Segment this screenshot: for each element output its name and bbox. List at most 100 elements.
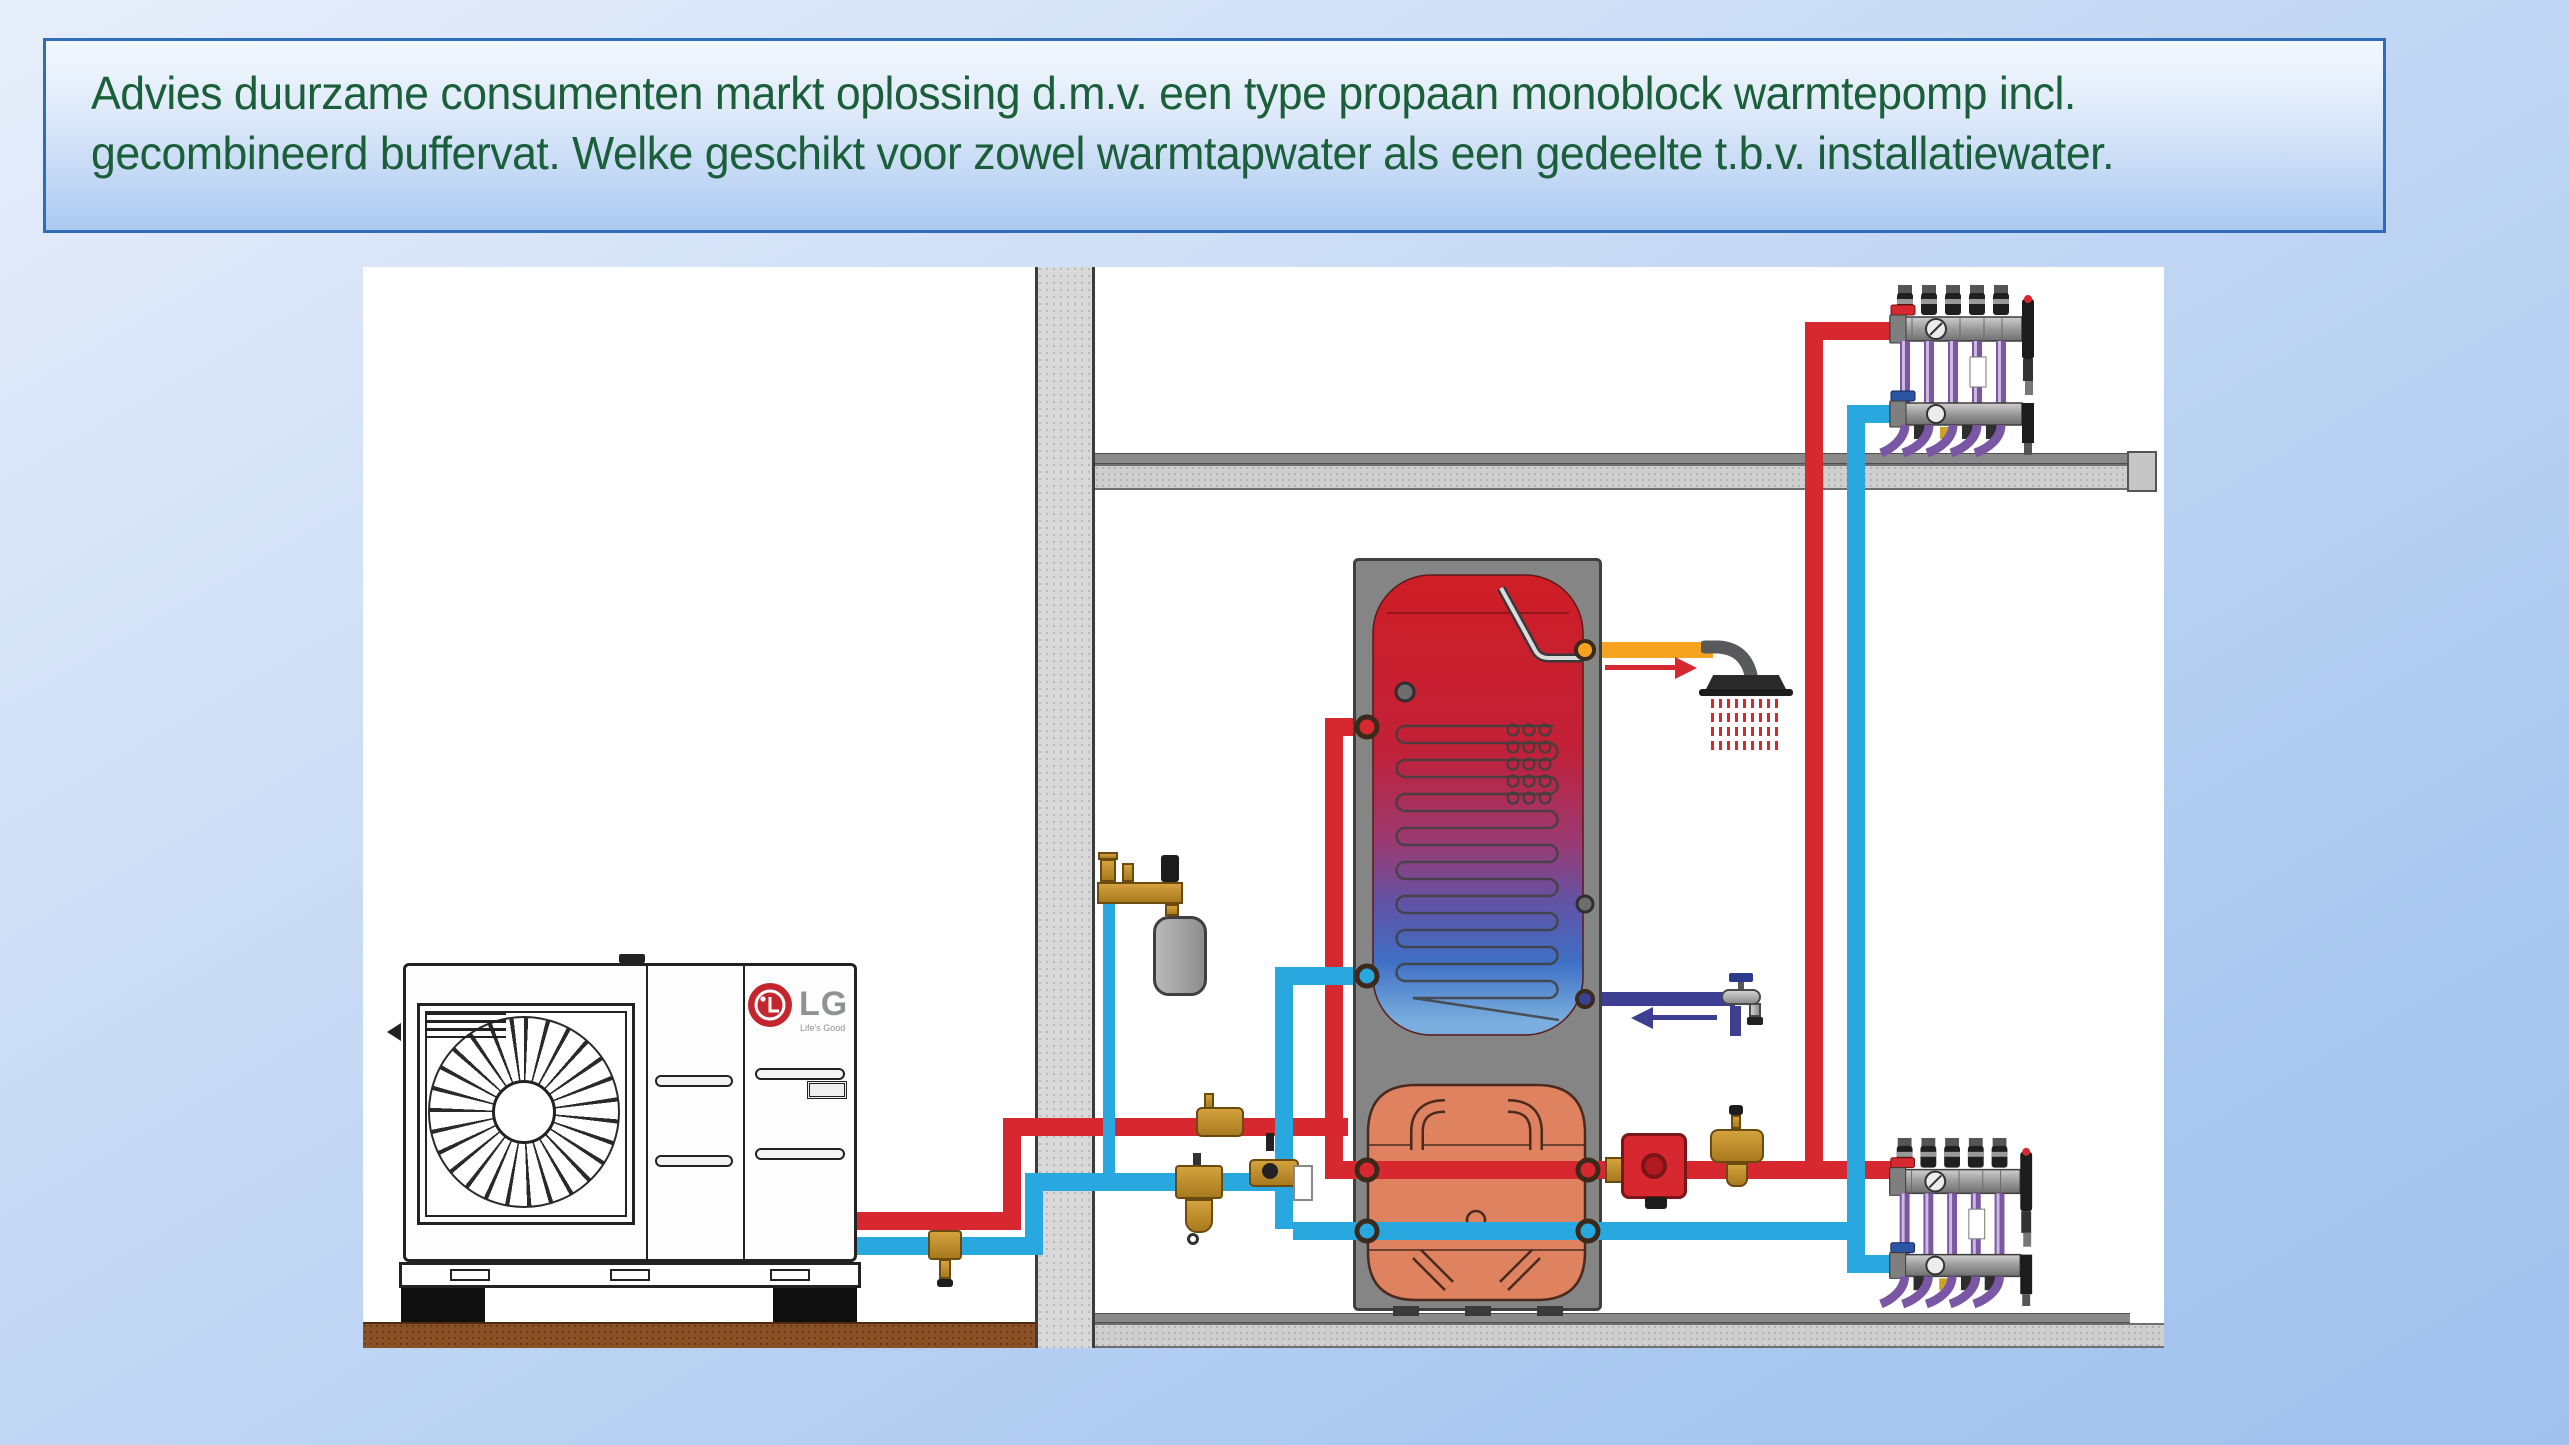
- pipe-blue-valve-riser: [1275, 967, 1293, 1229]
- outdoor-valve-tip: [937, 1279, 953, 1287]
- flow-meter: [1969, 356, 1987, 388]
- loops-to-floor: [1879, 1275, 2004, 1309]
- return-valve-handle: [1890, 390, 1916, 402]
- sensor-pocket: [1575, 894, 1595, 914]
- tank-feet: [1393, 1306, 1563, 1316]
- dhw-flow-arrow-icon: [1675, 657, 1697, 679]
- panel-seam: [646, 966, 648, 1259]
- pipe-blue-riser-outside: [1025, 1173, 1043, 1255]
- coil-end-turns: [1506, 723, 1552, 805]
- installation-diagram: LG Life's Good: [363, 267, 2164, 1348]
- lg-logo-icon: [748, 983, 792, 1027]
- vent-slot: [755, 1068, 845, 1080]
- floor-loops-upper: [1900, 341, 2006, 403]
- ground-floor-screed: [1095, 1313, 2130, 1323]
- coil-icon: [1395, 724, 1560, 1022]
- buffer-blue-passage: [1353, 1222, 1602, 1240]
- filter-drain-hook: [1187, 1233, 1199, 1245]
- tap-spout: [1749, 1003, 1761, 1017]
- manifold-caps: [1896, 1138, 2008, 1168]
- air-vent: [2022, 299, 2034, 359]
- pipe-navy-stub: [1730, 1006, 1741, 1036]
- panel-seam: [743, 966, 745, 1259]
- shower-arm-icon: [1701, 640, 1760, 694]
- vessel-connector: [1165, 904, 1179, 916]
- first-floor-slab: [1095, 464, 2157, 490]
- heat-pump-base-frame: [399, 1262, 861, 1288]
- grille-vent-lines: [426, 1012, 506, 1038]
- cold-water-tap: [1721, 989, 1761, 1005]
- supply-valve-handle: [1890, 304, 1916, 316]
- pipe-blue-through-wall: [1025, 1173, 1293, 1191]
- pipe-blue-lower-manifold-stub: [1847, 1255, 1903, 1273]
- outdoor-valve-drain: [939, 1259, 951, 1279]
- lg-brand-text: LG: [799, 985, 849, 1023]
- floor-heating-manifold-lower: [1879, 1138, 2033, 1309]
- magnetic-filter-body: [1175, 1165, 1223, 1199]
- return-bar: [1889, 1253, 2022, 1278]
- dhw-flow-arrow-line: [1605, 665, 1675, 670]
- fan-grille-icon: [417, 1003, 635, 1225]
- pipe-red-through-wall: [1003, 1118, 1348, 1136]
- pipe-red-tank-riser: [1325, 718, 1343, 1179]
- pipe-orange-dhw: [1579, 642, 1713, 658]
- headline-line-1: Advies duurzame consumenten markt oploss…: [91, 67, 2076, 119]
- service-panel: [807, 1081, 847, 1099]
- pipe-red-riser-right: [1805, 322, 1823, 1179]
- buffer-vessel: [1366, 1083, 1587, 1302]
- vent-slot: [755, 1148, 845, 1160]
- expansion-vessel: [1153, 916, 1207, 996]
- shower-head-rim: [1699, 689, 1793, 696]
- pipe-blue-tank-stub: [1275, 967, 1373, 985]
- three-way-valve-knob: [1262, 1163, 1278, 1179]
- air-vent: [2020, 1151, 2033, 1212]
- return-bar: [1889, 402, 2023, 426]
- cold-water-arrow-line: [1653, 1015, 1717, 1020]
- heat-pump-foot: [773, 1288, 857, 1322]
- floor-heating-manifold-upper: [1879, 285, 2034, 457]
- headline-line-2: gecombineerd buffervat. Welke geschikt v…: [91, 127, 2114, 179]
- pipe-red-hp-out: [857, 1212, 1021, 1230]
- shower-head-icon: [1705, 675, 1787, 691]
- safety-valve: [1100, 859, 1116, 882]
- first-floor-slab-endcap: [2127, 451, 2157, 492]
- headline-box: Advies duurzame consumenten markt oploss…: [43, 38, 2386, 233]
- dhw-tank: [1372, 574, 1584, 1036]
- floor-loops-lower: [1899, 1193, 2005, 1255]
- air-vent-cap: [1161, 855, 1179, 882]
- buffer-red-passage: [1353, 1161, 1602, 1179]
- heat-pump-side-marker: [387, 1023, 401, 1041]
- safety-group-fitting: [1122, 863, 1134, 882]
- lg-tagline-text: Life's Good: [800, 1023, 846, 1033]
- pipe-navy-cold-water: [1579, 992, 1735, 1006]
- fill-valve-stem: [1204, 1093, 1214, 1109]
- ground-floor-slab: [1095, 1323, 2164, 1348]
- loops-to-floor: [1879, 424, 2006, 457]
- safety-valve-cap: [1098, 852, 1118, 860]
- magnetic-filter-bowl: [1185, 1199, 1213, 1233]
- tap-outlet: [1747, 1017, 1763, 1025]
- tap-handle: [1729, 973, 1753, 982]
- sensor-pocket: [1394, 681, 1416, 703]
- fill-valve: [1196, 1107, 1244, 1137]
- heat-pump-unit: LG Life's Good: [387, 954, 861, 1322]
- manifold-caps: [1897, 285, 2009, 315]
- base-bracket: [450, 1269, 490, 1281]
- pipe-blue-riser-right: [1847, 405, 1865, 1273]
- pump-bracket: [1645, 1197, 1667, 1209]
- buffer-internal-pipes: [1410, 1099, 1543, 1291]
- vent-slot: [655, 1155, 733, 1167]
- base-bracket: [610, 1269, 650, 1281]
- outdoor-service-valve: [928, 1230, 962, 1260]
- tank-port-rings: [1354, 639, 1601, 1244]
- filter-stem: [1193, 1153, 1201, 1167]
- pipe-blue-upper-manifold-stub: [1847, 405, 1903, 423]
- shower-spray-icon: [1711, 699, 1783, 753]
- first-floor-screed: [1095, 453, 2155, 464]
- fan-grille-frame: [425, 1011, 627, 1217]
- prv-bowl: [1726, 1163, 1748, 1187]
- pipe-red-upper-manifold-stub: [1805, 322, 1903, 340]
- pipe-blue-safety-group-drop: [1103, 897, 1115, 1191]
- pump-rotor: [1641, 1153, 1667, 1179]
